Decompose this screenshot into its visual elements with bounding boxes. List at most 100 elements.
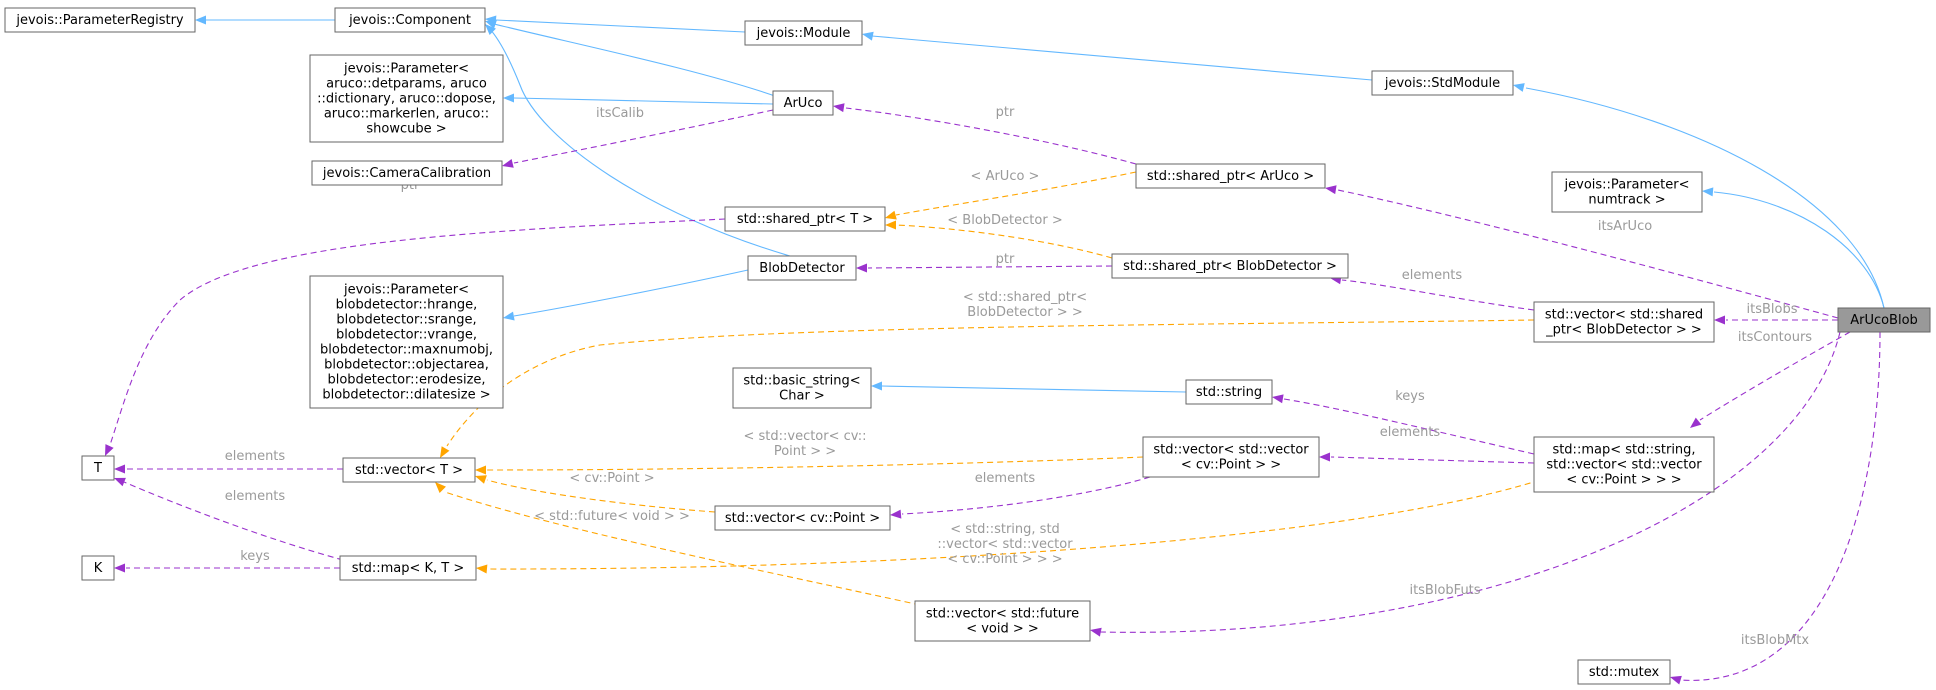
- class-node-K[interactable]: K: [81, 555, 115, 581]
- e-tmpl-spblob-arrowhead: [440, 446, 450, 458]
- e-tmpl-map-arrowhead: [476, 564, 488, 574]
- class-node-paramreg[interactable]: jevois::ParameterRegistry: [4, 7, 196, 33]
- node-box[interactable]: [714, 505, 891, 531]
- edge-label-keys-string: keys: [1395, 389, 1425, 404]
- e-camcalib-arrowhead: [502, 158, 514, 168]
- class-node-basic-string[interactable]: std::basic_string<Char >: [732, 367, 872, 409]
- node-box[interactable]: [1577, 659, 1671, 685]
- edge-label-keys-K: keys: [240, 549, 270, 564]
- class-node-param-blob[interactable]: jevois::Parameter<blobdetector::hrange,b…: [309, 275, 504, 409]
- node-box[interactable]: [309, 275, 504, 409]
- e-ptr-blob-arrowhead: [856, 263, 867, 273]
- e-aruco-paramaruco-edge: [513, 97, 774, 105]
- node-box[interactable]: [1533, 436, 1715, 493]
- node-box[interactable]: [724, 206, 886, 232]
- node-box[interactable]: [1551, 171, 1703, 213]
- node-box[interactable]: [309, 54, 504, 143]
- edge-label-itsBlobs: itsBlobs: [1747, 302, 1798, 317]
- node-box[interactable]: [1185, 379, 1273, 405]
- e-itsBlobMtx-arrowhead: [1670, 675, 1682, 685]
- e-itsBlobFuts-edge: [1099, 331, 1841, 633]
- node-box[interactable]: [747, 255, 857, 281]
- class-node-aruco[interactable]: ArUco: [772, 90, 834, 116]
- class-node-vec-t[interactable]: std::vector< T >: [342, 457, 476, 483]
- node-label: std::string: [1196, 385, 1262, 400]
- node-box[interactable]: [81, 455, 115, 481]
- e-elements-spblob-edge: [1341, 279, 1535, 311]
- edge-label-elements-vp: elements: [975, 471, 1036, 486]
- node-box[interactable]: [772, 90, 834, 116]
- node-box[interactable]: [4, 7, 196, 33]
- e-tmpl-spblob-edge: [446, 319, 1535, 447]
- node-box[interactable]: [81, 555, 115, 581]
- node-box[interactable]: [311, 160, 503, 186]
- e-tmpl-vecpt-edge: [486, 456, 1144, 471]
- edge-label-tmpl-blob: < BlobDetector >: [947, 213, 1062, 228]
- class-node-string[interactable]: std::string: [1185, 379, 1273, 405]
- class-node-vec-vec-pt[interactable]: std::vector< std::vector< cv::Point > >: [1142, 436, 1320, 478]
- e-arucoblob-numtrack-edge: [1713, 191, 1885, 309]
- node-box[interactable]: [339, 555, 477, 581]
- node-box[interactable]: [1533, 301, 1715, 343]
- e-tmpl-cvpoint-edge: [486, 479, 716, 513]
- edge-label-tmpl-spblob: < std::shared_ptr<BlobDetector > >: [963, 290, 1087, 320]
- e-blob-paramblob-edge: [513, 269, 749, 317]
- class-node-sp-blob[interactable]: std::shared_ptr< BlobDetector >: [1111, 253, 1349, 279]
- edge-label-itsBlobMtx: itsBlobMtx: [1741, 633, 1810, 648]
- class-node-mutex[interactable]: std::mutex: [1577, 659, 1671, 685]
- node-box[interactable]: [732, 367, 872, 409]
- e-ptr-blob-edge: [867, 265, 1113, 269]
- class-node-map-contours[interactable]: std::map< std::string,std::vector< std::…: [1533, 436, 1715, 493]
- e-elements-vvp-arrowhead: [1319, 452, 1330, 462]
- node-label: jevois::Parameter<numtrack >: [1564, 178, 1690, 208]
- edge-label-itsCalib: itsCalib: [596, 106, 644, 121]
- node-box[interactable]: [342, 457, 476, 483]
- e-aruco-comp-edge: [493, 23, 776, 97]
- e-itsBlobs-arrowhead: [1714, 315, 1725, 325]
- class-node-camcalib[interactable]: jevois::CameraCalibration: [311, 160, 503, 186]
- e-ptr-aruco-edge: [845, 107, 1137, 165]
- class-node-component[interactable]: jevois::Component: [334, 7, 486, 33]
- node-box[interactable]: [334, 7, 486, 33]
- e-module-comp-edge: [495, 19, 746, 33]
- edge-label-itsBlobFuts: itsBlobFuts: [1409, 583, 1480, 598]
- node-box[interactable]: [744, 20, 863, 46]
- class-node-sp-t[interactable]: std::shared_ptr< T >: [724, 206, 886, 232]
- e-arucoblob-numtrack-arrowhead: [1702, 187, 1714, 197]
- e-string-basic-arrowhead: [871, 381, 882, 391]
- class-node-vec-pt[interactable]: std::vector< cv::Point >: [714, 505, 891, 531]
- e-blob-comp-edge: [488, 27, 791, 257]
- class-node-param-numtrack[interactable]: jevois::Parameter<numtrack >: [1551, 171, 1703, 213]
- class-node-module[interactable]: jevois::Module: [744, 20, 863, 46]
- edge-label-elements-vvp: elements: [1380, 425, 1441, 440]
- node-box[interactable]: [1837, 307, 1931, 333]
- e-tmpl-map-edge: [486, 479, 1541, 570]
- node-label: std::vector< std::future< void > >: [926, 607, 1079, 637]
- node-label: ArUcoBlob: [1850, 313, 1918, 328]
- class-node-param-aruco[interactable]: jevois::Parameter<aruco::detparams, aruc…: [309, 54, 504, 143]
- node-box[interactable]: [1371, 70, 1514, 96]
- class-node-T[interactable]: T: [81, 455, 115, 481]
- class-node-sp-aruco[interactable]: std::shared_ptr< ArUco >: [1135, 163, 1326, 189]
- class-node-vec-future[interactable]: std::vector< std::future< void > >: [914, 600, 1091, 642]
- edge-label-elements-T: elements: [225, 449, 286, 464]
- node-box[interactable]: [914, 600, 1091, 642]
- node-label: std::vector< std::shared_ptr< BlobDetect…: [1545, 308, 1703, 338]
- node-label: std::shared_ptr< BlobDetector >: [1123, 259, 1337, 274]
- class-node-stdmodule[interactable]: jevois::StdModule: [1371, 70, 1514, 96]
- edge-label-tmpl-map: < std::string, std::vector< std::vector<…: [937, 522, 1073, 567]
- class-node-map-kt[interactable]: std::map< K, T >: [339, 555, 477, 581]
- node-box[interactable]: [1111, 253, 1349, 279]
- node-box[interactable]: [1135, 163, 1326, 189]
- class-node-blobdetector[interactable]: BlobDetector: [747, 255, 857, 281]
- e-keys-string-arrowhead: [1272, 394, 1284, 404]
- node-label: T: [93, 461, 102, 476]
- e-camcalib-edge: [513, 109, 774, 164]
- e-tmpl-vecpt-arrowhead: [475, 465, 486, 475]
- e-tmpl-aruco-arrowhead: [885, 210, 897, 220]
- node-box[interactable]: [1142, 436, 1320, 478]
- class-node-arucoblob[interactable]: ArUcoBlob: [1837, 307, 1931, 333]
- e-elements-vp-edge: [901, 476, 1151, 515]
- class-node-vec-spblob[interactable]: std::vector< std::shared_ptr< BlobDetect…: [1533, 301, 1715, 343]
